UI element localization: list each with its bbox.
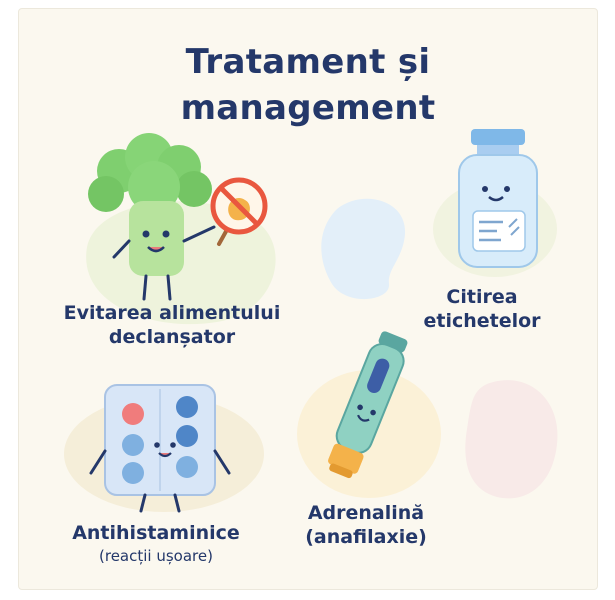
- label-bottle-icon: [458, 129, 538, 268]
- item-label-adrenaline: Adrenalină (anafilaxie): [305, 502, 427, 548]
- infographic-card: Tratament și management: [18, 8, 598, 590]
- pink-blob-background: [465, 380, 558, 499]
- page-title: Tratament și management: [19, 39, 597, 131]
- pill-blister-icon: [89, 384, 231, 513]
- title-line-1: Tratament și: [185, 42, 431, 82]
- item-label-avoid-trigger: Evitarea alimentului declanșator: [63, 302, 281, 348]
- title-line-2: management: [180, 88, 436, 128]
- epinephrine-injector-icon: [328, 331, 408, 479]
- blue-blob-background: [321, 198, 406, 300]
- broccoli-icon: [88, 133, 216, 301]
- item-label-antihistamines: Antihistaminice (reacții ușoare): [72, 522, 240, 565]
- item-label-read-labels: Citirea etichetelor: [423, 286, 541, 332]
- no-allergen-sign-icon: [210, 177, 268, 246]
